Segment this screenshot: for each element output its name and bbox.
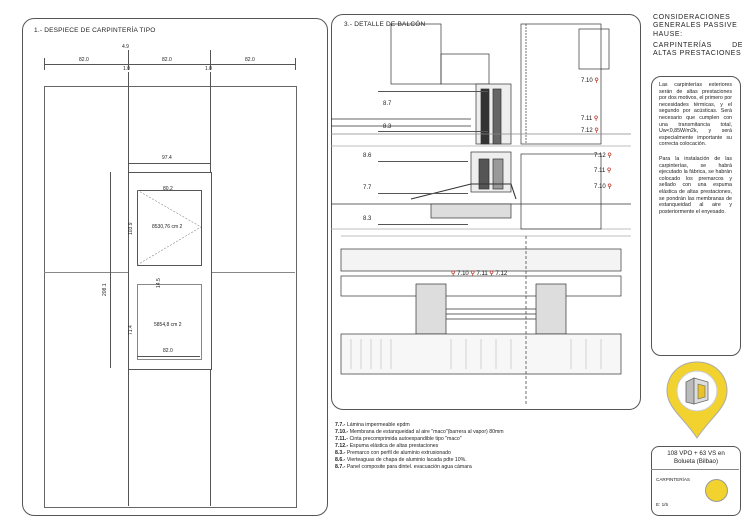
callout-plan-row: ⚲ 7.10 ⚲ 7.11 ⚲ 7.12 bbox=[451, 271, 508, 277]
balcony-section-drawing bbox=[331, 23, 631, 404]
dim-82-d: 82.0 bbox=[163, 348, 173, 354]
info-text-body: Las carpinterías exteriores serán de alt… bbox=[659, 82, 732, 215]
window-pin-icon bbox=[666, 361, 728, 439]
info-paragraph-2: Para la instalación de las carpinterías,… bbox=[659, 155, 732, 215]
dimension-tick bbox=[44, 58, 45, 70]
area-upper: 8530,76 cm 2 bbox=[152, 224, 183, 230]
info-paragraph-1: Las carpinterías exteriores serán de alt… bbox=[659, 82, 733, 148]
lower-glazing bbox=[137, 284, 202, 360]
title-block-divider bbox=[651, 469, 739, 470]
info-text-panel bbox=[651, 76, 741, 356]
callout-7-12-top: 7.12 ⚲ bbox=[581, 128, 599, 134]
dim-4-9: 4.9 bbox=[122, 44, 129, 50]
leader-line bbox=[378, 91, 488, 92]
dim-97-4: 97.4 bbox=[162, 155, 172, 161]
dim-82-a: 82.0 bbox=[79, 57, 89, 63]
dim-82-c: 82.0 bbox=[245, 57, 255, 63]
dimension-line bbox=[110, 172, 111, 368]
sheet-scale: E: 1/5 bbox=[656, 502, 669, 507]
wall-opening-outline bbox=[44, 86, 297, 508]
label-7-7: 7.7 bbox=[363, 185, 372, 191]
callout-7-12-mid: 7.12 ⚲ bbox=[594, 153, 612, 159]
sheet-name: CARPINTERÍAS bbox=[656, 477, 690, 482]
dimension-line bbox=[128, 163, 210, 164]
note-item: 8.7.- Panel composite para dintel. evacu… bbox=[335, 464, 472, 470]
dimension-line bbox=[137, 356, 200, 357]
dimension-line bbox=[44, 64, 296, 65]
label-8-7: 8.7 bbox=[383, 101, 392, 107]
label-8-6: 8.6 bbox=[363, 153, 372, 159]
callout-7-11-top: 7.11 ⚲ bbox=[581, 116, 599, 122]
window-frame bbox=[128, 172, 212, 370]
dim-71-4: 71.4 bbox=[128, 325, 134, 335]
note-item: 7.12.- Espuma elástica de altas prestaci… bbox=[335, 443, 439, 449]
leader-line bbox=[378, 131, 488, 132]
note-item: 8.6.- Vierteaguas de chapa de aluminio l… bbox=[335, 457, 467, 463]
dimension-tick bbox=[210, 50, 211, 70]
area-lower: 5854,8 cm 2 bbox=[154, 322, 182, 328]
label-8-3-bottom: 8.3 bbox=[363, 216, 372, 222]
dim-103-9: 103.9 bbox=[128, 222, 134, 235]
title-block-panel bbox=[651, 446, 741, 516]
leader-line bbox=[378, 193, 468, 194]
sidebar-headings: CONSIDERACIONES GENERALES PASSIVE HAUSE:… bbox=[653, 14, 743, 58]
callout-7-10-top: 7.10 ⚲ bbox=[581, 78, 599, 84]
note-item: 7.10.- Membrana de estanqueidad al aire … bbox=[335, 429, 504, 435]
dimension-tick bbox=[128, 50, 129, 70]
status-dot bbox=[705, 479, 728, 502]
dimension-tick bbox=[295, 58, 296, 70]
note-item: 8.3.- Premarco con perfil de aluminio ex… bbox=[335, 450, 451, 456]
note-item: 7.11.- Cinta precomprimida autoexpandibl… bbox=[335, 436, 462, 442]
upper-sash bbox=[137, 190, 202, 266]
legend-notes: 7.7.- Lámina impermeable epdm 7.10.- Mem… bbox=[335, 422, 507, 471]
project-name: 108 VPO + 63 VS en Bolueta (Bilbao) bbox=[667, 450, 725, 465]
dim-208-1: 208.1 bbox=[102, 283, 108, 296]
sidebar-heading-carpentry: CARPINTERÍAS DE ALTAS PRESTACIONES bbox=[653, 41, 743, 58]
callout-7-11-mid: 7.11 ⚲ bbox=[594, 168, 612, 174]
label-8-3-top: 8.3 bbox=[383, 124, 392, 130]
dim-14-5: 14.5 bbox=[156, 278, 162, 288]
leader-line bbox=[378, 224, 468, 225]
balcony-detail-title: 3.- DETALLE DE BALCÓN bbox=[344, 21, 426, 28]
opening-direction-lines bbox=[137, 190, 201, 265]
dim-80-2: 80.2 bbox=[163, 186, 173, 192]
carpentry-breakdown-title: 1.- DESPIECE DE CARPINTERÍA TIPO bbox=[34, 27, 156, 34]
dim-82-b: 82.0 bbox=[162, 57, 172, 63]
dim-1-0-a: 1.0 bbox=[123, 66, 130, 72]
leader-line bbox=[378, 161, 468, 162]
callout-7-10-mid: 7.10 ⚲ bbox=[594, 184, 612, 190]
note-item: 7.7.- Lámina impermeable epdm bbox=[335, 422, 410, 428]
sidebar-heading-general: CONSIDERACIONES GENERALES PASSIVE HAUSE: bbox=[653, 14, 738, 38]
dim-1-0-b: 1.0 bbox=[205, 66, 212, 72]
